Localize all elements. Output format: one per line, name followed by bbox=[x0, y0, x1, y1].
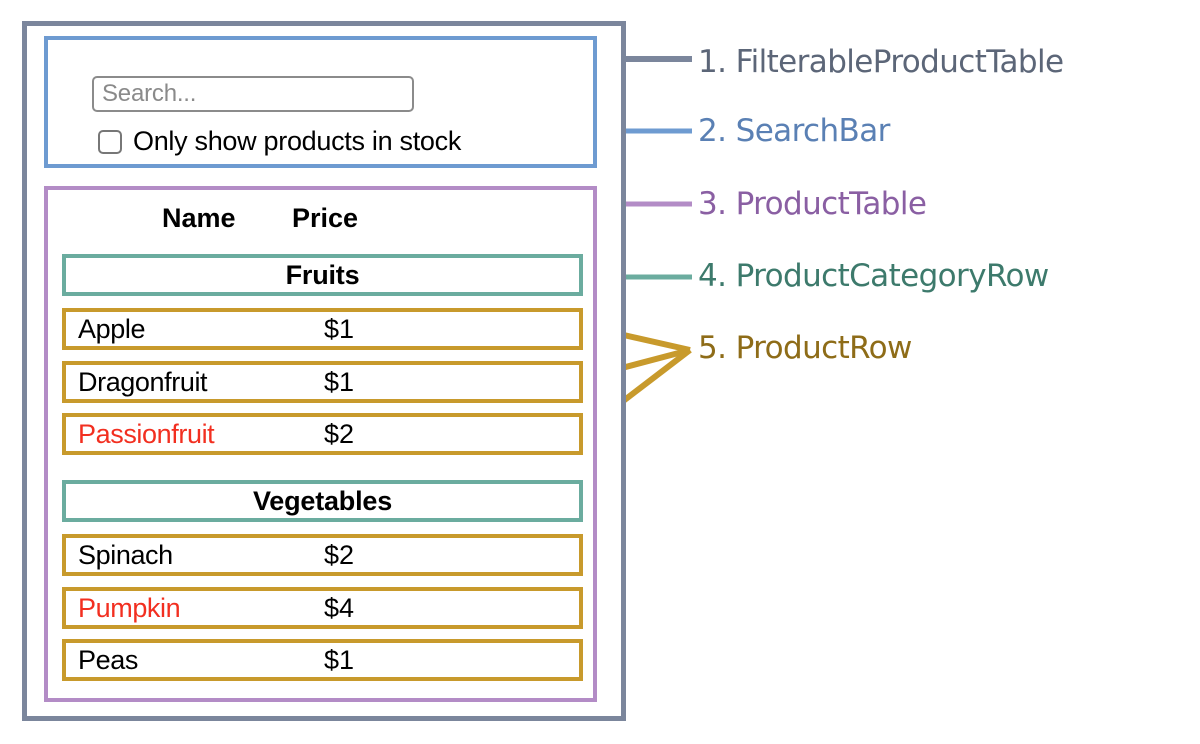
in-stock-filter-row[interactable]: Only show products in stock bbox=[98, 126, 461, 157]
product-price: $2 bbox=[324, 539, 355, 570]
product-table: Name Price Fruits Apple $1 Dragonfruit $… bbox=[44, 186, 597, 702]
in-stock-filter-label: Only show products in stock bbox=[133, 126, 462, 156]
legend-item-search-bar: 2. SearchBar bbox=[698, 113, 890, 149]
product-price: $4 bbox=[324, 592, 355, 623]
product-price: $1 bbox=[324, 366, 355, 397]
legend-item-product-row: 5. ProductRow bbox=[698, 330, 912, 366]
legend-item-product-table: 3. ProductTable bbox=[698, 186, 927, 222]
product-row: Apple $1 bbox=[62, 308, 583, 350]
product-name: Dragonfruit bbox=[78, 366, 208, 397]
search-input[interactable]: Search... bbox=[92, 76, 414, 112]
legend-item-product-category-row: 4. ProductCategoryRow bbox=[698, 258, 1049, 294]
product-name: Peas bbox=[78, 644, 138, 675]
product-row: Passionfruit $2 bbox=[62, 413, 583, 455]
product-price: $1 bbox=[324, 313, 355, 344]
column-header-price: Price bbox=[292, 202, 359, 233]
product-category-row: Fruits bbox=[62, 254, 583, 296]
product-category-label: Vegetables bbox=[252, 485, 393, 516]
product-row: Spinach $2 bbox=[62, 534, 583, 576]
product-name: Spinach bbox=[78, 539, 173, 570]
product-price: $1 bbox=[324, 644, 355, 675]
product-table-header-row: Name Price bbox=[48, 198, 593, 238]
product-category-row: Vegetables bbox=[62, 480, 583, 522]
product-price: $2 bbox=[324, 418, 355, 449]
checkbox-icon[interactable] bbox=[98, 129, 122, 154]
search-input-placeholder: Search... bbox=[102, 80, 197, 107]
product-category-label: Fruits bbox=[285, 259, 360, 290]
product-name: Apple bbox=[78, 313, 146, 344]
product-name-out-of-stock: Passionfruit bbox=[78, 418, 215, 449]
search-bar: Search... Only show products in stock bbox=[44, 36, 597, 168]
product-row: Pumpkin $4 bbox=[62, 587, 583, 629]
product-row: Peas $1 bbox=[62, 639, 583, 681]
legend-item-filterable-product-table: 1. FilterableProductTable bbox=[698, 44, 1064, 80]
product-name-out-of-stock: Pumpkin bbox=[78, 592, 181, 623]
column-header-name: Name bbox=[162, 202, 236, 233]
product-row: Dragonfruit $1 bbox=[62, 361, 583, 403]
